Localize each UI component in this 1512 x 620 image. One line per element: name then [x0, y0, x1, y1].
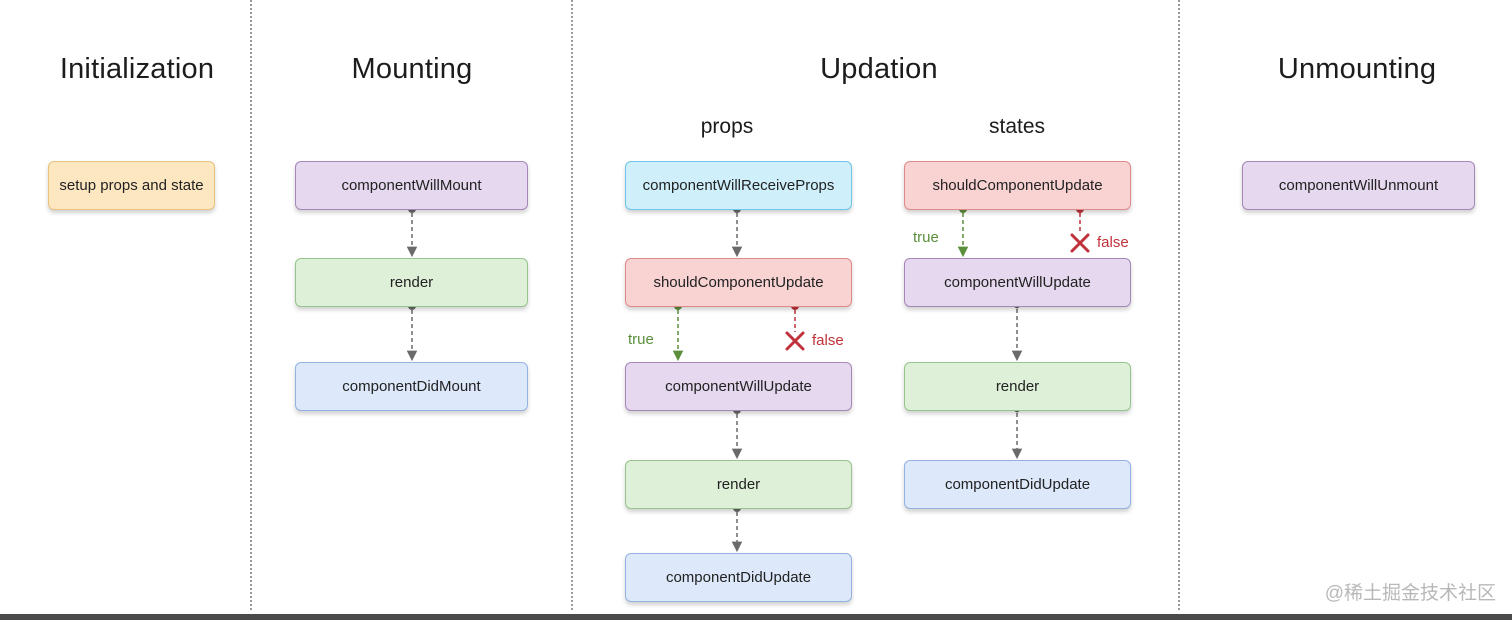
node-props-component-will-update: componentWillUpdate [625, 362, 852, 411]
label-props-false: false [812, 332, 844, 349]
node-mount-render: render [295, 258, 528, 307]
arrow-mount-render-to-did [406, 302, 418, 362]
arrow-props-should-true [672, 302, 684, 362]
label-props-true: true [628, 331, 654, 348]
node-component-will-mount: componentWillMount [295, 161, 528, 210]
label-states-true: true [913, 229, 939, 246]
node-component-will-receive-props: componentWillReceiveProps [625, 161, 852, 210]
phase-title-updation: Updation [820, 53, 938, 85]
arrow-props-render-to-did [731, 504, 743, 553]
arrow-props-receive-to-should [731, 205, 743, 258]
node-states-render: render [904, 362, 1131, 411]
divider-mounting-updation [571, 0, 573, 610]
label-states-false: false [1097, 234, 1129, 251]
node-props-render: render [625, 460, 852, 509]
arrow-states-should-true [957, 205, 969, 258]
node-setup-props-and-state: setup props and state [48, 161, 215, 210]
watermark: @稀土掘金技术社区 [1324, 583, 1496, 604]
divider-updation-unmounting [1178, 0, 1180, 610]
phase-title-unmounting: Unmounting [1277, 53, 1437, 85]
node-states-should-component-update: shouldComponentUpdate [904, 161, 1131, 210]
arrow-states-render-to-did [1011, 407, 1023, 460]
node-props-should-component-update: shouldComponentUpdate [625, 258, 852, 307]
node-states-component-will-update: componentWillUpdate [904, 258, 1131, 307]
arrow-mount-will-to-render [406, 205, 418, 258]
node-states-component-did-update: componentDidUpdate [904, 460, 1131, 509]
node-component-did-mount: componentDidMount [295, 362, 528, 411]
node-component-will-unmount: componentWillUnmount [1242, 161, 1475, 210]
subtitle-props: props [700, 115, 754, 138]
node-props-component-did-update: componentDidUpdate [625, 553, 852, 602]
bottom-edge-bar [0, 614, 1512, 620]
arrow-props-should-false [785, 302, 805, 351]
arrow-states-should-false [1070, 205, 1090, 253]
divider-initialization-mounting [250, 0, 252, 610]
arrow-props-will-to-render [731, 406, 743, 460]
subtitle-states: states [988, 115, 1046, 138]
phase-title-mounting: Mounting [351, 53, 473, 85]
arrow-states-will-to-render [1011, 303, 1023, 362]
phase-title-initialization: Initialization [59, 53, 215, 85]
